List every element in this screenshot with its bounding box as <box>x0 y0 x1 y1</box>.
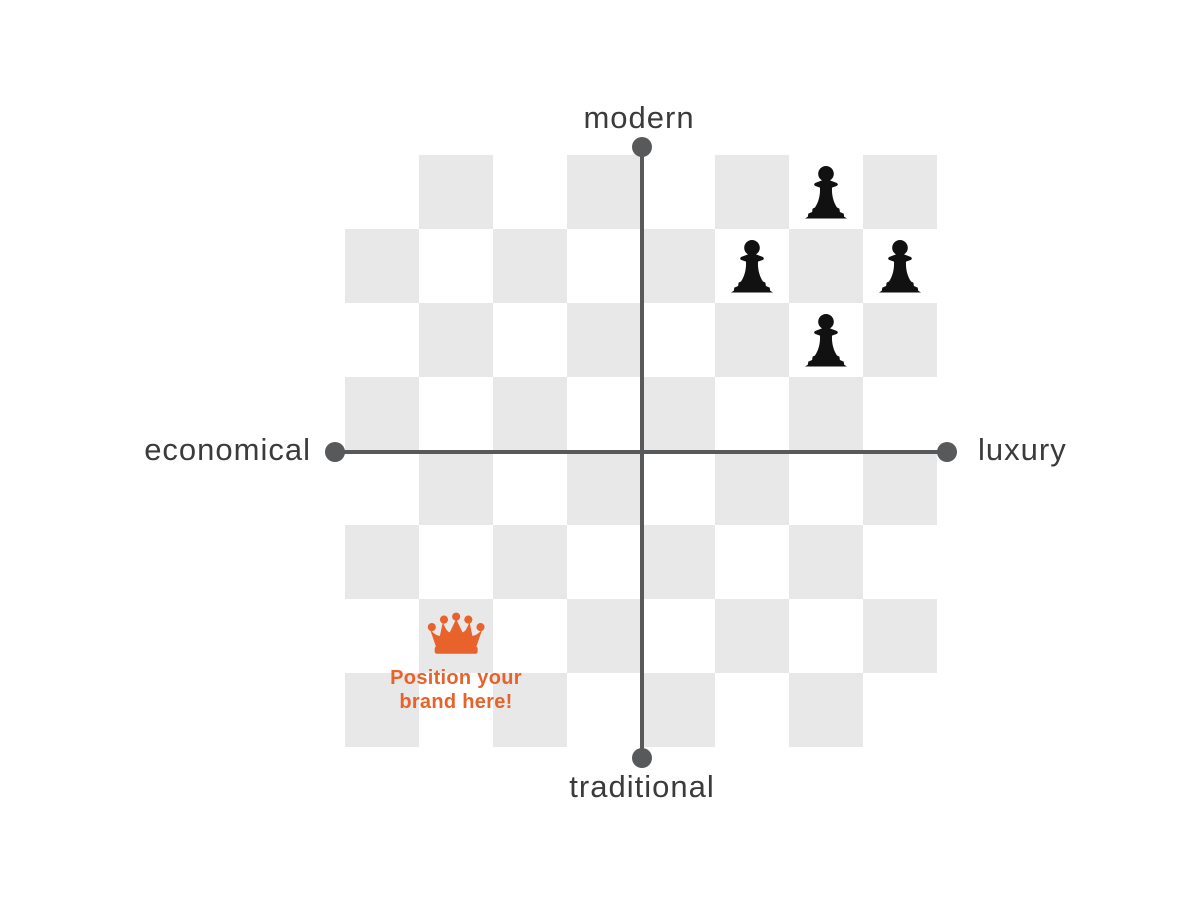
brand-cta-line2: brand here! <box>399 691 513 713</box>
brand-position-marker: Position your brand here! <box>390 612 522 714</box>
axis-label-modern: modern <box>583 100 695 135</box>
axis-label-luxury: luxury <box>978 432 1067 467</box>
x-axis-right-endpoint-dot <box>937 442 957 462</box>
axis-label-economical: economical <box>144 432 311 467</box>
brand-cta-text: Position your brand here! <box>390 666 522 714</box>
y-axis-bottom-endpoint-dot <box>632 748 652 768</box>
competitor-pawn-icon <box>731 240 773 293</box>
y-axis-line <box>640 147 644 758</box>
x-axis-left-endpoint-dot <box>325 442 345 462</box>
competitor-pawn-icon <box>805 314 847 367</box>
crown-icon <box>427 612 485 654</box>
y-axis-top-endpoint-dot <box>632 137 652 157</box>
brand-cta-line1: Position your <box>390 667 522 689</box>
competitor-pawn-icon <box>805 166 847 219</box>
competitor-pawn-icon <box>879 240 921 293</box>
axis-label-traditional: traditional <box>569 769 715 804</box>
